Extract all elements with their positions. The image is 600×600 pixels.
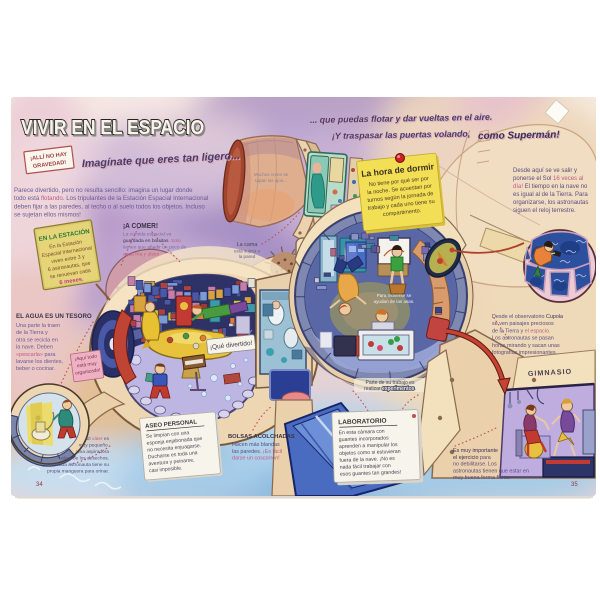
svg-text:Muchos creen se: Muchos creen se bbox=[254, 172, 289, 177]
svg-text:6 meses.: 6 meses. bbox=[59, 277, 85, 287]
svg-text:beber o cocinar.: beber o cocinar. bbox=[16, 366, 56, 372]
svg-text:de la Tierra y el espacio.: de la Tierra y el espacio. bbox=[492, 328, 550, 334]
svg-text:34: 34 bbox=[36, 482, 43, 488]
svg-text:tienen que añadir un poco de: tienen que añadir un poco de bbox=[123, 245, 187, 251]
svg-text:En la Estación: En la Estación bbox=[49, 239, 83, 250]
svg-text:esponja enjabonada que: esponja enjabonada que bbox=[146, 436, 202, 447]
svg-text:Desde aquí se ve salir y: Desde aquí se ve salir y bbox=[513, 168, 577, 174]
svg-text:... que puedas flotar y dar vu: ... que puedas flotar y dar vueltas en e… bbox=[310, 112, 493, 125]
svg-text:ASEO PERSONAL: ASEO PERSONAL bbox=[145, 419, 198, 430]
svg-text:VIVIR EN EL ESPACIO: VIVIR EN EL ESPACIO bbox=[21, 116, 204, 139]
svg-text:¡Y traspasar las puertas volan: ¡Y traspasar las puertas volando, bbox=[332, 129, 470, 141]
svg-text:de la Tierra y: de la Tierra y bbox=[16, 330, 48, 336]
svg-text:lavarse los dientes,: lavarse los dientes, bbox=[16, 359, 64, 365]
svg-text:fotografías impresionantes.: fotografías impresionantes. bbox=[492, 350, 557, 356]
svg-text:El váter es: El váter es bbox=[86, 436, 109, 442]
svg-text:Parte de su trabajo es: Parte de su trabajo es bbox=[366, 380, 415, 386]
svg-text:ayudan de las asas.: ayudan de las asas. bbox=[374, 299, 415, 304]
svg-text:Para moverse se: Para moverse se bbox=[377, 293, 412, 298]
svg-text:La cama: La cama bbox=[237, 242, 258, 248]
svg-text:LABORATORIO: LABORATORIO bbox=[338, 418, 387, 427]
svg-text:compartimento.: compartimento. bbox=[383, 208, 422, 218]
svg-text:viven entre 3 y: viven entre 3 y bbox=[51, 254, 86, 265]
svg-text:organizado!: organizado! bbox=[75, 367, 101, 376]
svg-text:En esta cámara con: En esta cámara con bbox=[338, 429, 384, 437]
svg-text:«pescarla» para: «pescarla» para bbox=[16, 352, 56, 358]
svg-text:astronautas tienen que estar e: astronautas tienen que estar en bbox=[453, 468, 529, 474]
svg-text:La comida espacial va: La comida espacial va bbox=[123, 232, 172, 238]
svg-text:tapan los ojos...: tapan los ojos... bbox=[255, 178, 287, 183]
svg-text:Ducharse es toda una: Ducharse es toda una bbox=[148, 450, 198, 460]
svg-text:GIMNASIO: GIMNASIO bbox=[528, 367, 573, 378]
svg-text:día! El tiempo en la nave no: día! El tiempo en la nave no bbox=[513, 184, 588, 190]
svg-text:aprenden a manipular los: aprenden a manipular los bbox=[339, 442, 398, 450]
svg-text:propia manguera para orinar.: propia manguera para orinar. bbox=[47, 469, 109, 475]
svg-text:darse un coscorrón!: darse un coscorrón! bbox=[232, 456, 280, 462]
svg-text:realizar experimentos.: realizar experimentos. bbox=[364, 386, 416, 392]
svg-text:Una parte la traen: Una parte la traen bbox=[16, 323, 60, 329]
svg-text:aventura y peinarse,: aventura y peinarse, bbox=[148, 457, 195, 467]
svg-text:no debilitarse. Los: no debilitarse. Los bbox=[453, 462, 497, 468]
svg-text:se sujetan ellos mismos!: se sujetan ellos mismos! bbox=[14, 212, 81, 219]
svg-text:siguen el reloj terrestre.: siguen el reloj terrestre. bbox=[513, 208, 576, 214]
svg-text:casi imposible.: casi imposible. bbox=[149, 465, 183, 474]
svg-text:GRAVEDAD!: GRAVEDAD! bbox=[33, 160, 67, 170]
svg-text:la nave. Deben: la nave. Deben bbox=[16, 345, 53, 351]
svg-text:objetos como si estuvieran: objetos como si estuvieran bbox=[339, 449, 401, 457]
svg-text:Una aspiradora: Una aspiradora bbox=[76, 449, 109, 455]
svg-text:no necesita enjuagarse.: no necesita enjuagarse. bbox=[147, 443, 201, 454]
svg-text:está muy: está muy bbox=[77, 361, 98, 370]
svg-text:otra se recicla en: otra se recicla en bbox=[16, 337, 58, 343]
svg-text:Cada astronauta tiene su: Cada astronauta tiene su bbox=[55, 462, 109, 468]
svg-text:¡A COMER!: ¡A COMER! bbox=[123, 221, 158, 230]
svg-text:Hacen más blandas: Hacen más blandas bbox=[232, 442, 280, 448]
svg-text:¡Aquí todo: ¡Aquí todo bbox=[74, 353, 97, 362]
svg-text:Los astronautas se pasan: Los astronautas se pasan bbox=[492, 336, 554, 342]
svg-text:Es muy importante: Es muy importante bbox=[453, 448, 498, 454]
svg-text:Se limpian con una: Se limpian con una bbox=[146, 430, 190, 440]
svg-text:guantes incorporados: guantes incorporados bbox=[339, 435, 389, 443]
svg-text:fuera de la nave. ¡No es: fuera de la nave. ¡No es bbox=[339, 456, 395, 464]
svg-text:Desde el observatorio Cupola: Desde el observatorio Cupola bbox=[492, 314, 563, 320]
svg-text:esos guantes tan grandes!: esos guantes tan grandes! bbox=[340, 470, 401, 478]
svg-text:deben fijar a las paredes, al: deben fijar a las paredes, al techo o al… bbox=[14, 203, 205, 210]
svg-text:BOLSAS ACOLCHADAS: BOLSAS ACOLCHADAS bbox=[228, 434, 295, 440]
svg-text:muy pequeño.: muy pequeño. bbox=[79, 443, 109, 449]
svg-text:horas mirando y sacan unas: horas mirando y sacan unas bbox=[492, 343, 560, 349]
svg-text:la pared: la pared bbox=[239, 254, 256, 259]
svg-text:organizarse, los astronautas: organizarse, los astronautas bbox=[513, 200, 588, 206]
svg-text:EL AGUA ES UN TESORO: EL AGUA ES UN TESORO bbox=[16, 313, 92, 320]
svg-text:Parece divertido, pero no resu: Parece divertido, pero no resulta sencil… bbox=[14, 187, 193, 194]
svg-text:35: 35 bbox=[571, 482, 578, 488]
svg-text:está sujeta a: está sujeta a bbox=[234, 249, 260, 254]
svg-text:es igual al de la Tierra. Para: es igual al de la Tierra. Para bbox=[513, 192, 588, 198]
svg-text:como Supermán!: como Supermán! bbox=[478, 130, 561, 142]
svg-text:todo está flotando. Los tripul: todo está flotando. Los tripulantes de l… bbox=[14, 195, 208, 202]
svg-text:¡Qué divertido!: ¡Qué divertido! bbox=[210, 340, 253, 351]
svg-text:muy buena forma física.: muy buena forma física. bbox=[453, 475, 511, 481]
svg-text:ponerse el Sol 16 veces al: ponerse el Sol 16 veces al bbox=[513, 176, 583, 182]
svg-text:las paredes. ¡Es fácil: las paredes. ¡Es fácil bbox=[232, 449, 282, 455]
svg-text:absorbe los desechos.: absorbe los desechos. bbox=[61, 456, 109, 462]
svg-text:guardada en bolsitas. Solo: guardada en bolsitas. Solo bbox=[123, 238, 181, 244]
svg-text:el ejercicio para: el ejercicio para bbox=[453, 455, 491, 461]
svg-text:nada fácil trabajar con: nada fácil trabajar con bbox=[340, 463, 391, 471]
svg-text:agua fría y ¡listo!: agua fría y ¡listo! bbox=[123, 251, 159, 257]
svg-text:se ven paisajes preciosos: se ven paisajes preciosos bbox=[492, 321, 554, 327]
